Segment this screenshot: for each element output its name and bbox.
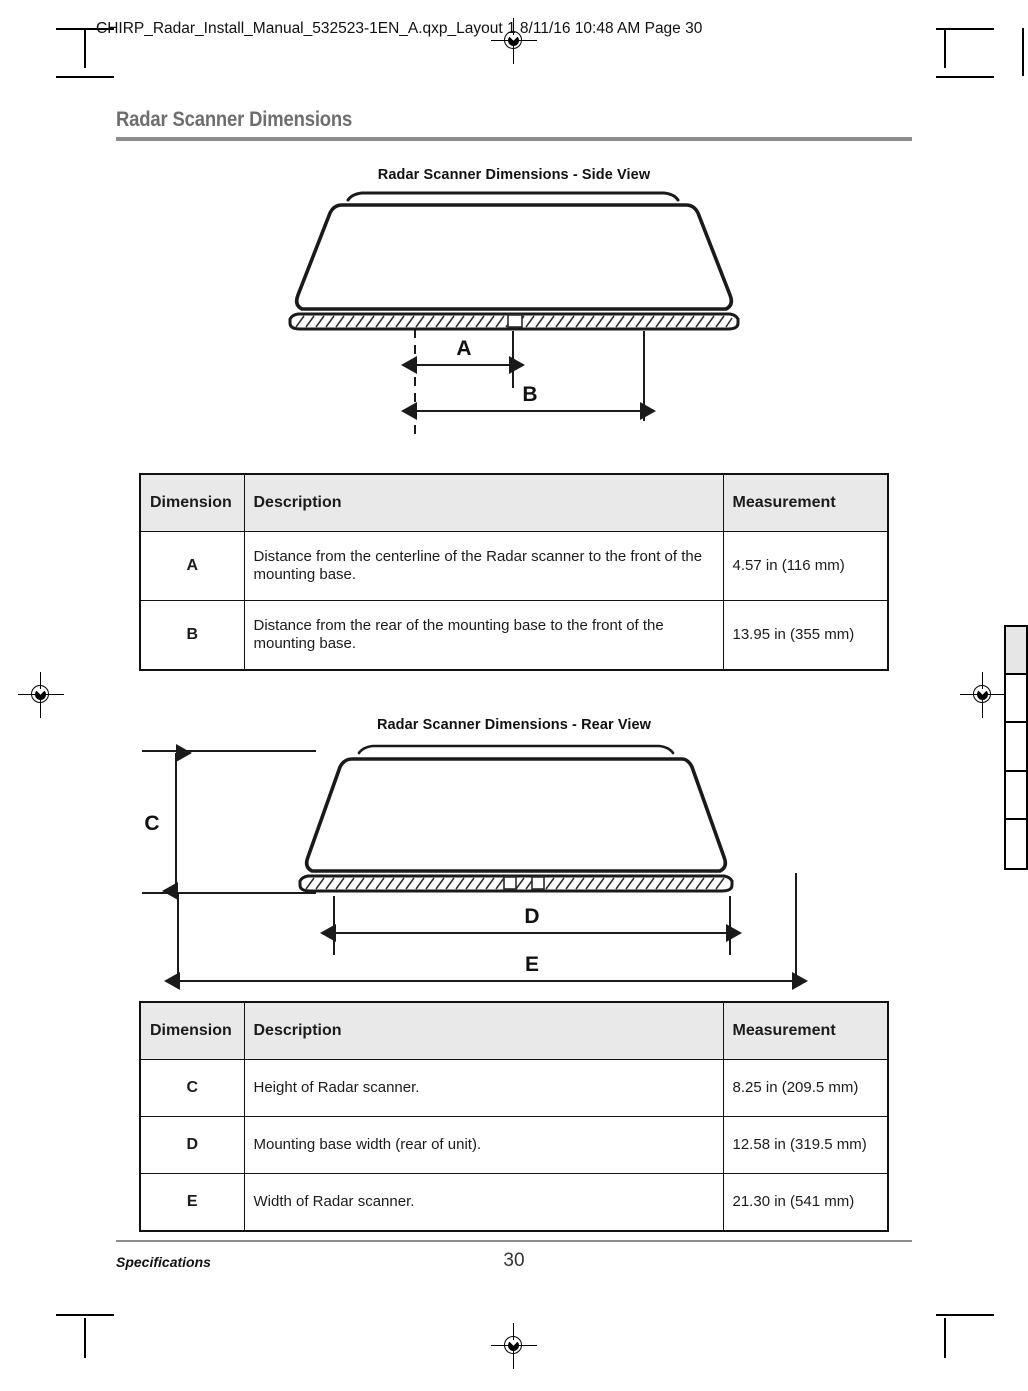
registration-mark-left-middle <box>18 672 64 718</box>
table-header-row: Dimension Description Measurement <box>139 473 889 532</box>
column-header-measurement: Measurement <box>722 1001 889 1060</box>
dimensions-table-rear-view: Dimension Description Measurement C Heig… <box>139 1000 889 1232</box>
figure-caption-rear-view: Radar Scanner Dimensions - Rear View <box>376 716 652 733</box>
cell-dimension: B <box>139 599 245 670</box>
column-header-description: Description <box>243 473 724 532</box>
dimension-label-d: D <box>524 905 539 928</box>
dimension-label-b: B <box>522 383 537 406</box>
table-row: A Distance from the centerline of the Ra… <box>139 530 889 601</box>
print-color-bar <box>1004 625 1028 870</box>
table-row: B Distance from the rear of the mounting… <box>139 599 889 670</box>
crop-mark-left-bottom-vertical <box>84 1318 86 1358</box>
color-bar-segment <box>1006 820 1026 868</box>
cell-dimension: E <box>139 1172 245 1231</box>
cell-measurement: 21.30 in (541 mm) <box>722 1172 889 1231</box>
cell-measurement: 13.95 in (355 mm) <box>722 599 889 670</box>
cell-description: Distance from the rear of the mounting b… <box>243 599 724 670</box>
footer-section-label: Specifications <box>116 1254 211 1270</box>
column-header-description: Description <box>243 1001 724 1060</box>
crop-mark-top-left-horizontal-2 <box>56 76 114 78</box>
color-bar-segment <box>1006 723 1026 772</box>
column-header-dimension: Dimension <box>139 1001 245 1060</box>
dimension-label-a: A <box>456 337 471 360</box>
dimension-label-e: E <box>525 953 539 976</box>
rear-view-drawing: C D E <box>142 743 808 990</box>
page-title: Radar Scanner Dimensions <box>116 108 353 131</box>
footer-divider <box>116 1240 912 1243</box>
cell-dimension: D <box>139 1115 245 1174</box>
dimension-label-c: C <box>144 812 159 835</box>
crop-mark-bottom-right-horizontal <box>936 1314 994 1316</box>
table-row: C Height of Radar scanner. 8.25 in (209.… <box>139 1058 889 1117</box>
registration-mark-right-middle <box>960 672 1006 718</box>
footer-page-number: 30 <box>503 1250 525 1271</box>
cell-measurement: 8.25 in (209.5 mm) <box>722 1058 889 1117</box>
color-bar-segment <box>1006 772 1026 820</box>
cell-description: Distance from the centerline of the Rada… <box>243 530 724 601</box>
cell-dimension: C <box>139 1058 245 1117</box>
table-row: D Mounting base width (rear of unit). 12… <box>139 1115 889 1174</box>
registration-mark-top-center <box>491 18 537 64</box>
cell-measurement: 12.58 in (319.5 mm) <box>722 1115 889 1174</box>
crop-mark-left-top-vertical <box>84 28 86 68</box>
table-row: E Width of Radar scanner. 21.30 in (541 … <box>139 1172 889 1231</box>
page-content: Radar Scanner Dimensions Radar Scanner D… <box>116 108 912 1232</box>
side-view-drawing: A B <box>288 191 740 435</box>
cell-description: Height of Radar scanner. <box>243 1058 724 1117</box>
cell-description: Width of Radar scanner. <box>243 1172 724 1231</box>
registration-mark-bottom-center <box>491 1323 537 1369</box>
crop-mark-bottom-left-horizontal <box>56 1314 114 1316</box>
crop-mark-right-bottom-vertical <box>944 1318 946 1358</box>
crop-mark-far-right-vertical <box>1022 28 1024 76</box>
cell-measurement: 4.57 in (116 mm) <box>722 530 889 601</box>
crop-mark-top-right-horizontal <box>936 28 994 30</box>
column-header-dimension: Dimension <box>139 473 245 532</box>
figure-rear-view: C D E <box>116 733 912 1001</box>
column-header-measurement: Measurement <box>722 473 889 532</box>
table-header-row: Dimension Description Measurement <box>139 1001 889 1060</box>
cell-dimension: A <box>139 530 245 601</box>
print-job-header: CHIRP_Radar_Install_Manual_532523-1EN_A.… <box>96 20 703 37</box>
figure-side-view: A B <box>116 183 912 473</box>
dimensions-table-side-view: Dimension Description Measurement A Dist… <box>139 472 889 671</box>
color-bar-segment <box>1006 627 1026 676</box>
figure-caption-side-view: Radar Scanner Dimensions - Side View <box>377 166 651 183</box>
crop-mark-right-top-vertical <box>944 28 946 68</box>
color-bar-segment <box>1006 675 1026 724</box>
cell-description: Mounting base width (rear of unit). <box>243 1115 724 1174</box>
title-divider <box>116 137 912 141</box>
crop-mark-top-right-horizontal-2 <box>936 76 994 78</box>
